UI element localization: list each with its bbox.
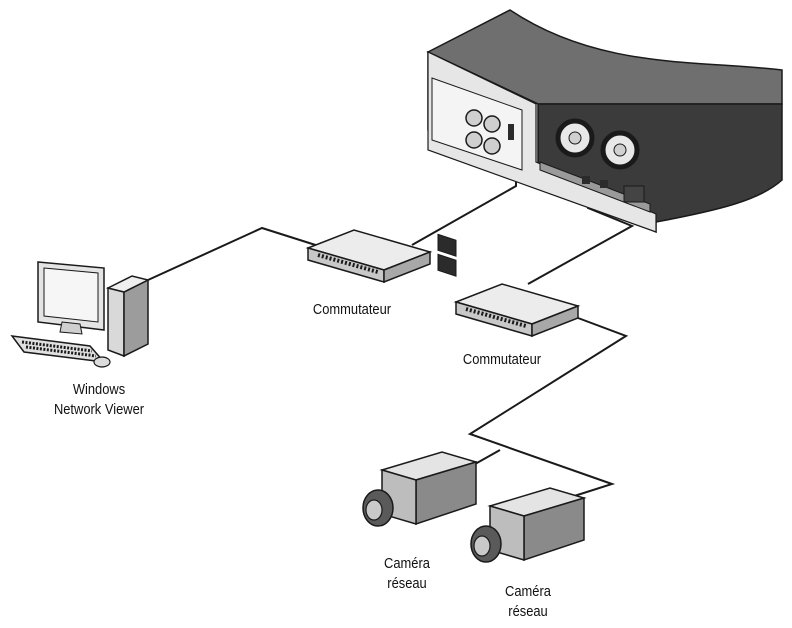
pc-label: Windows Network Viewer [26,380,172,420]
pc-tower-front [107,287,125,358]
pc-tower-top [105,275,151,293]
camera-2-label-line-2: réseau [508,603,548,620]
cable-switch2-to-cameras [467,317,629,499]
switch-2-label-text: Commutateur [462,351,542,368]
dvr-psu-fan-4 [483,137,501,155]
dvr-terminal-block [623,185,645,203]
dvr-psu-fan-3 [465,131,483,149]
camera-2-lens-glass [473,535,491,557]
pc-keyboard-keys [21,340,97,358]
pc-monitor-stand [59,321,83,335]
dvr-recorder [426,9,783,277]
dvr-fan-1-hub [568,131,582,145]
camera-2-label-line-1: Caméra [505,583,551,600]
dvr-psu-fan-2 [483,115,501,133]
camera-1-label-line-1: Caméra [384,555,430,572]
switch-1-side [383,250,431,284]
camera-2-device [470,487,587,563]
dvr-psu-fan-1 [465,109,483,127]
camera-2-label: Caméra réseau [489,582,566,622]
network-cables [147,160,635,499]
switch-2-label: Commutateur [450,350,553,370]
pc-label-line-2: Network Viewer [53,401,145,418]
cable-pc-to-switch1 [147,226,326,281]
dvr-psu-socket-2 [437,253,457,277]
pc-tower-side [123,278,149,358]
dvr-fan-2-hub [613,143,627,157]
pc-label-line-1: Windows [72,381,126,398]
pc-monitor-screen [43,267,99,323]
switch-1-label: Commutateur [300,300,403,320]
switch-2-device [453,283,581,338]
dvr-psu-switch [508,124,514,140]
dvr-connector-strip [539,161,651,213]
switch-2-side [531,304,579,338]
dvr-network-port-1 [582,176,590,184]
camera-1-label-line-2: réseau [387,575,427,592]
switch-1-device [305,229,433,284]
pc-keyboard [10,335,106,363]
camera-1-label: Caméra réseau [368,554,445,594]
pc-mouse [93,356,111,368]
windows-pc [10,261,151,368]
camera-1-device [362,451,479,527]
switch-1-label-text: Commutateur [312,301,392,318]
camera-1-lens-glass [365,499,383,521]
dvr-psu-socket-1 [437,233,457,257]
dvr-top [426,9,783,105]
dvr-network-port-2 [600,180,608,188]
